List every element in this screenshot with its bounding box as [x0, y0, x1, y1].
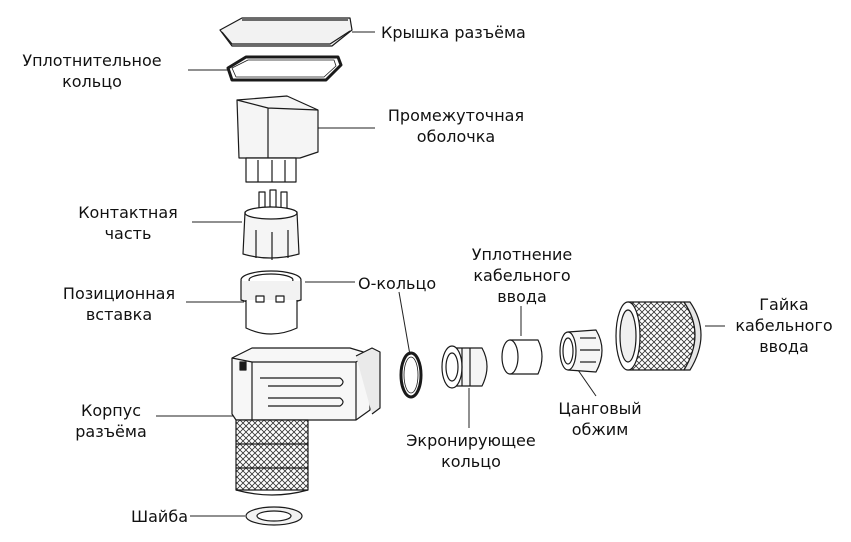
label-shield-ring-line-1: Экронирующее [406, 431, 536, 450]
label-cable-nut-line-1: Гайка [759, 295, 809, 314]
connector-housing-part [231, 347, 381, 496]
cable-seal-part [501, 339, 543, 375]
cable-nut-part [615, 301, 702, 371]
positioning-insert-part [240, 270, 302, 335]
contact-part [242, 189, 300, 260]
seal-ring-part [226, 55, 343, 82]
label-cable-nut: Гайка кабельного ввода [722, 294, 846, 357]
label-cover: Крышка разъёма [381, 22, 526, 43]
label-contact-part-line-1: Контактная [78, 203, 178, 222]
label-shield-ring: Экронирующее кольцо [392, 430, 550, 472]
label-cable-nut-line-2: кабельного [735, 316, 833, 335]
label-washer-line-1: Шайба [131, 507, 188, 526]
label-seal-ring-line-2: кольцо [62, 72, 122, 91]
label-collet-line-1: Цанговый [558, 399, 642, 418]
label-contact-part-line-2: часть [104, 224, 152, 243]
label-cover-line-1: Крышка разъёма [381, 23, 526, 42]
label-cable-seal-line-2: кабельного [473, 266, 571, 285]
collet-part [559, 329, 603, 373]
label-positioning-insert: Позиционная вставка [52, 283, 186, 325]
label-cable-seal-line-1: Уплотнение [471, 245, 573, 264]
leader-collet [577, 369, 597, 397]
label-o-ring-line-1: О-кольцо [358, 274, 437, 293]
label-washer: Шайба [100, 506, 188, 527]
label-collet: Цанговый обжим [545, 398, 655, 440]
connector-cover [219, 17, 353, 47]
label-shield-ring-line-2: кольцо [441, 452, 501, 471]
label-positioning-insert-line-2: вставка [85, 305, 153, 324]
label-cable-seal-line-3: ввода [497, 287, 547, 306]
label-cable-nut-line-3: ввода [759, 337, 809, 356]
washer-part [245, 506, 303, 526]
label-intermediate-shell-line-1: Промежуточная [387, 106, 525, 125]
label-seal-ring: Уплотнительное кольцо [4, 50, 180, 92]
intermediate-shell-part [236, 95, 319, 183]
label-cable-seal: Уплотнение кабельного ввода [456, 244, 588, 307]
leader-o-ring-down [398, 291, 411, 356]
label-housing: Корпус разъёма [62, 400, 160, 442]
label-collet-line-2: обжим [571, 420, 629, 439]
label-o-ring: О-кольцо [358, 273, 436, 294]
label-seal-ring-line-1: Уплотнительное [22, 51, 162, 70]
o-ring-part [399, 351, 423, 399]
leader-lines [156, 31, 725, 517]
label-positioning-insert-line-1: Позиционная [62, 284, 176, 303]
label-intermediate-shell-line-2: оболочка [416, 127, 496, 146]
shield-ring-part [441, 345, 488, 389]
label-intermediate-shell: Промежуточная оболочка [376, 105, 536, 147]
label-housing-line-1: Корпус [80, 401, 142, 420]
label-housing-line-2: разъёма [75, 422, 147, 441]
label-contact-part: Контактная часть [66, 202, 190, 244]
